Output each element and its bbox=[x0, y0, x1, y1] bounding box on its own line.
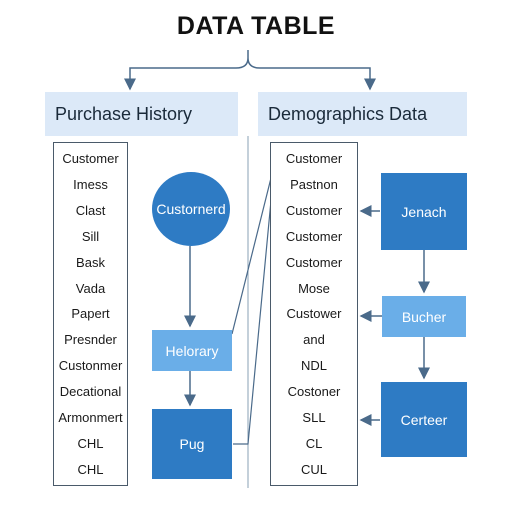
purchase-history-list-item: CHL bbox=[77, 435, 104, 451]
center-node: Certeer bbox=[381, 382, 467, 457]
pug-node: Pug bbox=[152, 409, 232, 479]
center-node-label: Certeer bbox=[400, 411, 448, 428]
demographics-list-item: Mose bbox=[298, 280, 330, 296]
purchase-history-header-label: Purchase History bbox=[55, 103, 193, 124]
purchase-history-list-item: Sill bbox=[81, 228, 100, 244]
purchase-history-list-item: Armonmert bbox=[58, 410, 123, 425]
demographics-list-item: and bbox=[303, 332, 325, 348]
line-pug-to-demographics bbox=[233, 189, 273, 445]
jenach-node-label: Jenach bbox=[401, 203, 447, 220]
purchase-history-list-item: CHL bbox=[77, 461, 104, 477]
purchase-history-list-item: Imess bbox=[73, 176, 108, 192]
customer-circle-node-label: Custornerd bbox=[156, 201, 226, 217]
jenach-node: Jenach bbox=[381, 173, 467, 250]
demographics-list-item: Customer bbox=[285, 228, 343, 244]
line-heloray-to-demographics bbox=[231, 173, 273, 335]
heloray-node-label: Helorary bbox=[165, 342, 219, 359]
purchase-history-list-item: Custonmer bbox=[58, 358, 123, 374]
purchase-history-list-item: Bask bbox=[76, 254, 105, 270]
demographics-list-item: CL bbox=[305, 435, 323, 451]
demographics-list-item: Pastnon bbox=[290, 176, 338, 192]
purchase-history-header: Purchase History bbox=[45, 92, 238, 136]
page-title: DATA TABLE bbox=[176, 12, 336, 40]
demographics-list-item: Custower bbox=[286, 306, 342, 322]
purchase-history-list-item: Presnder bbox=[64, 332, 117, 348]
demographics-list-item: CUL bbox=[300, 461, 327, 477]
top-brace bbox=[129, 50, 371, 88]
demographics-list-item: Costoner bbox=[287, 384, 341, 400]
demographics-list-item: SLL bbox=[302, 410, 326, 425]
pug-node-label: Pug bbox=[179, 436, 205, 452]
purchase-history-list-item: Papert bbox=[71, 306, 110, 322]
heloray-node: Helorary bbox=[152, 330, 232, 371]
demographics-data-header: Demographics Data bbox=[258, 92, 467, 136]
purchase-history-list-item: Vada bbox=[75, 280, 106, 296]
demographics-list-item: NDL bbox=[300, 358, 327, 374]
demographics-list-item: Customer bbox=[285, 151, 343, 166]
demographics-list-item: Customer bbox=[285, 254, 343, 270]
purchase-history-list-item: Clast bbox=[75, 202, 106, 218]
purchase-history-list-item: Decational bbox=[59, 384, 122, 400]
bucher-node-label: Bucher bbox=[401, 308, 447, 325]
purchase-history-list-item: Customer bbox=[62, 151, 119, 166]
bucher-node: Bucher bbox=[382, 296, 466, 337]
demographics-list-item: Customer bbox=[285, 202, 343, 218]
demographics-data-header-label: Demographics Data bbox=[268, 103, 428, 124]
customer-circle-node: Custornerd bbox=[152, 172, 230, 246]
